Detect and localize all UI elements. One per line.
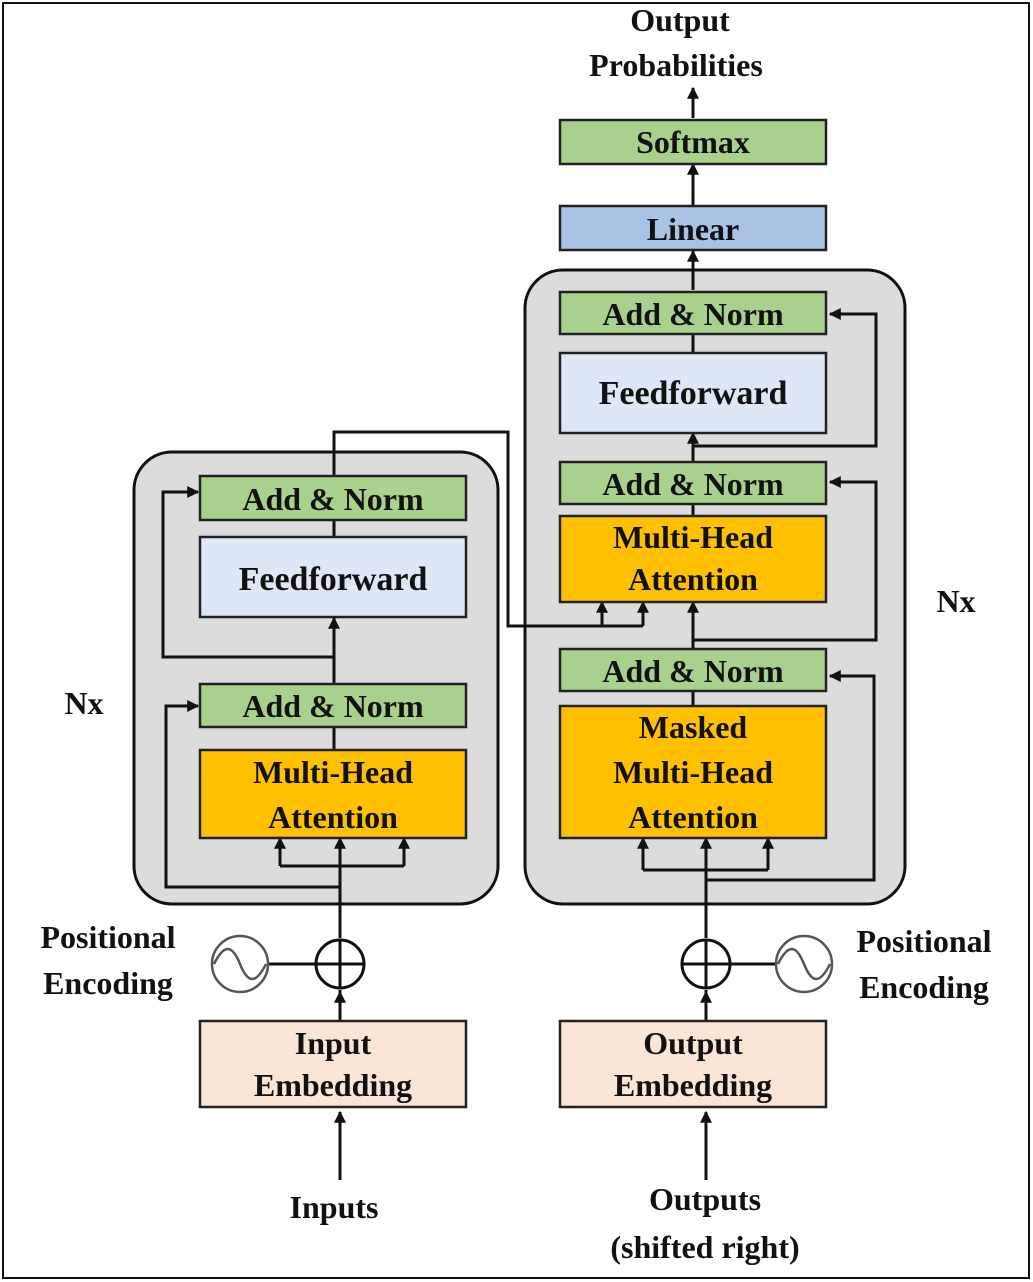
encoder-positional-encoding-line2: Encoding xyxy=(43,965,173,1001)
linear-box xyxy=(558,204,828,252)
decoder-positional-encoding-line2: Encoding xyxy=(859,969,989,1005)
encoder-positional-encoding-line1: Positional xyxy=(40,919,175,955)
encoder-feedforward-label: Feedforward xyxy=(239,561,428,598)
encoder-feedforward xyxy=(198,535,468,619)
residual-dec-mid xyxy=(693,476,878,642)
output-embedding-line2: Embedding xyxy=(614,1067,772,1103)
decoder-add-norm-top xyxy=(558,290,828,336)
decoder-sine-wave-icon xyxy=(774,934,834,994)
encoder-add-norm-top xyxy=(198,474,468,522)
output-embedding-line1: Output xyxy=(643,1025,743,1061)
decoder-masked-attention-line2: Multi-Head xyxy=(613,754,773,790)
encoder-add-norm-bottom-label: Add & Norm xyxy=(242,688,424,724)
decoder-add-norm-bottom xyxy=(558,647,828,693)
outputs-label-line2: (shifted right) xyxy=(610,1229,799,1265)
output-embedding-box xyxy=(558,1019,828,1109)
output-probabilities-line2: Probabilities xyxy=(589,47,763,83)
decoder-cross-attention xyxy=(558,514,828,604)
decoder-repeat-label: Nx xyxy=(936,583,975,619)
input-embedding-line2: Embedding xyxy=(254,1067,412,1103)
wire-enc-to-dec xyxy=(332,430,643,628)
encoder-attention-line2: Attention xyxy=(268,799,398,835)
decoder-masked-attention xyxy=(558,704,828,840)
decoder-masked-attention-line3: Attention xyxy=(628,799,758,835)
linear-label: Linear xyxy=(647,211,739,247)
encoder-sine-wave-icon xyxy=(210,934,270,994)
decoder-sum-icon xyxy=(680,938,732,990)
decoder-positional-encoding-line1: Positional xyxy=(856,923,991,959)
encoder-attention-line1: Multi-Head xyxy=(253,754,413,790)
decoder-cross-attention-line1: Multi-Head xyxy=(613,519,773,555)
residual-dec-top xyxy=(693,308,878,448)
residual-dec-bottom xyxy=(706,670,876,882)
decoder-add-norm-bottom-label: Add & Norm xyxy=(602,653,784,689)
input-embedding-line1: Input xyxy=(295,1025,372,1061)
decoder-feedforward-label: Feedforward xyxy=(599,375,788,412)
softmax-box xyxy=(558,118,828,166)
encoder-repeat-label: Nx xyxy=(64,685,103,721)
encoder-add-norm-bottom xyxy=(198,682,468,729)
input-embedding-box xyxy=(198,1019,468,1109)
decoder-add-norm-top-label: Add & Norm xyxy=(602,296,784,332)
decoder-masked-attention-line1: Masked xyxy=(639,709,748,745)
softmax-label: Softmax xyxy=(636,124,750,160)
decoder-add-norm-mid-label: Add & Norm xyxy=(602,466,784,502)
decoder-add-norm-mid xyxy=(558,460,828,506)
encoder-sum-icon xyxy=(314,938,366,990)
encoder-add-norm-top-label: Add & Norm xyxy=(242,481,424,517)
decoder-feedforward xyxy=(558,351,828,435)
decoder-cross-attention-line2: Attention xyxy=(628,561,758,597)
output-probabilities-line1: Output xyxy=(630,2,730,38)
outputs-label-line1: Outputs xyxy=(649,1181,761,1217)
residual-enc-bottom xyxy=(164,700,340,889)
inputs-label: Inputs xyxy=(290,1189,379,1225)
residual-enc-top xyxy=(161,486,334,659)
encoder-attention xyxy=(198,748,468,840)
